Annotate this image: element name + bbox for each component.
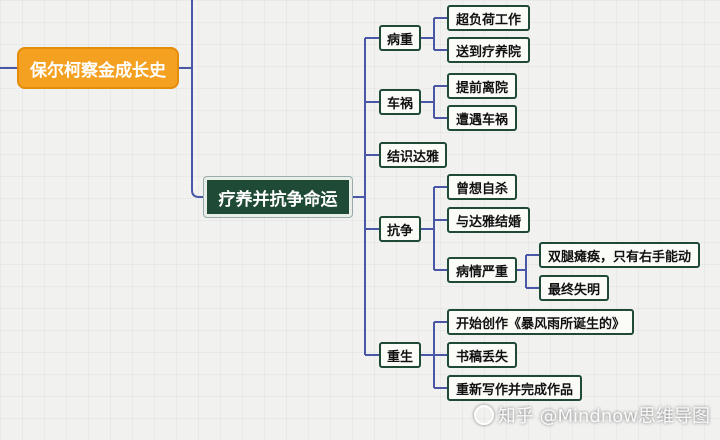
node-sanatorium[interactable]: 送到疗养院 xyxy=(447,37,531,63)
node-chongsheng[interactable]: 重生 xyxy=(379,342,422,368)
node-worse-illness[interactable]: 病情严重 xyxy=(447,257,518,283)
node-kangzheng[interactable]: 抗争 xyxy=(379,216,422,242)
node-suicide-thought[interactable]: 曾想自杀 xyxy=(447,174,518,200)
node-chehuo[interactable]: 车祸 xyxy=(379,89,422,115)
node-overwork[interactable]: 超负荷工作 xyxy=(447,5,531,31)
node-bingzhong[interactable]: 病重 xyxy=(379,25,422,51)
node-manuscript-lost[interactable]: 书稿丢失 xyxy=(447,342,518,368)
node-accident[interactable]: 遭遇车祸 xyxy=(447,105,518,131)
zhihu-logo-icon xyxy=(473,405,494,425)
node-early-leave[interactable]: 提前离院 xyxy=(447,73,518,99)
watermark: 知乎 @Mindnow思维导图 xyxy=(473,402,710,428)
watermark-text: 知乎 @Mindnow思维导图 xyxy=(497,406,710,427)
main-topic-node[interactable]: 疗养并抗争命运 xyxy=(204,177,352,217)
node-rewrite-complete[interactable]: 重新写作并完成作品 xyxy=(447,375,583,401)
node-meet-daya[interactable]: 结识达雅 xyxy=(379,142,448,168)
node-paralysis[interactable]: 双腿瘫痪，只有右手能动 xyxy=(539,242,701,268)
root-node[interactable]: 保尔柯察金成长史 xyxy=(17,47,179,89)
node-blindness[interactable]: 最终失明 xyxy=(539,275,610,301)
node-marry-daya[interactable]: 与达雅结婚 xyxy=(447,207,531,233)
node-start-writing[interactable]: 开始创作《暴风雨所诞生的》 xyxy=(447,309,635,335)
